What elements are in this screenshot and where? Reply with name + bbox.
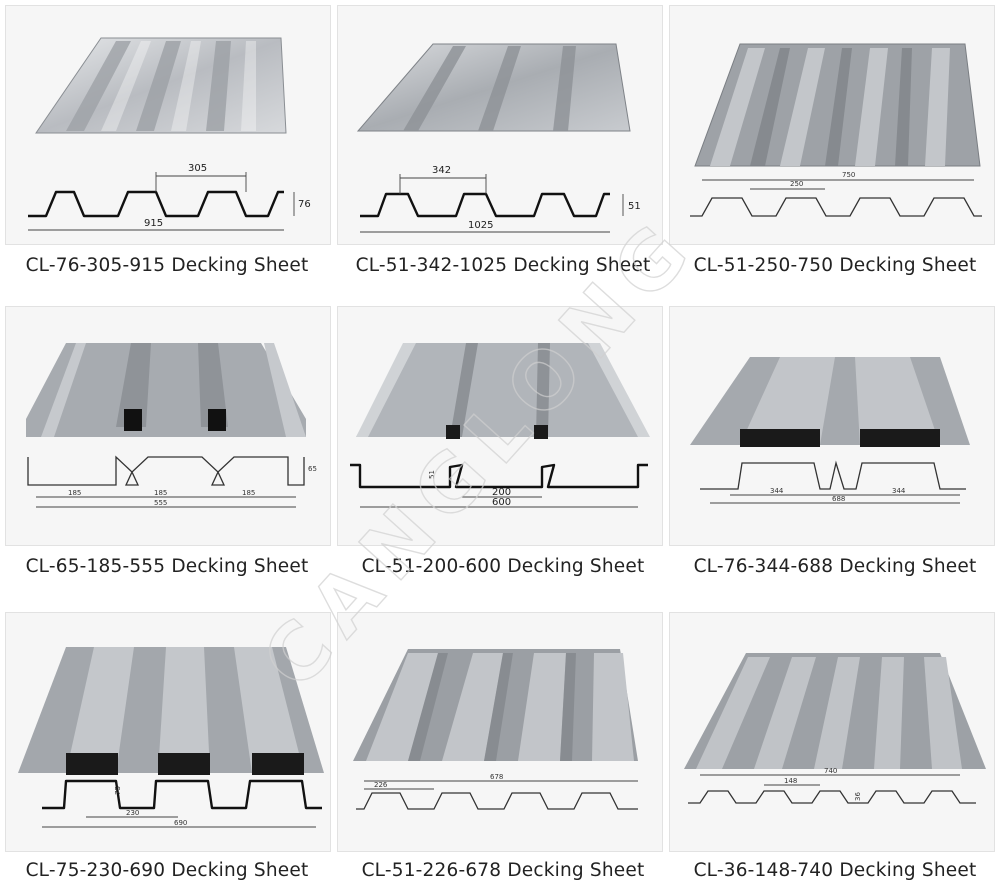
dim-width: 690 xyxy=(174,819,187,827)
decking-sheet-image: 342 51 1025 xyxy=(356,43,641,233)
dim-pitch: 305 xyxy=(188,163,207,174)
dim-width: 688 xyxy=(832,495,845,503)
product-card-6: 344 344 688 xyxy=(669,306,995,546)
product-card-7: 75 230 690 xyxy=(5,612,331,852)
product-caption: CL-75-230-690 Decking Sheet xyxy=(25,860,309,881)
dim-width: 1025 xyxy=(468,220,493,231)
product-card-3: 750 250 xyxy=(669,5,995,245)
decking-sheet-image: 344 344 688 xyxy=(690,357,970,504)
product-caption: CL-51-250-750 Decking Sheet xyxy=(693,255,977,276)
dim-pitch: 342 xyxy=(432,165,451,176)
dim-width: 600 xyxy=(492,497,511,508)
dim-flute-1: 344 xyxy=(770,487,784,495)
dim-pitch: 250 xyxy=(790,180,803,188)
decking-sheet-image: 185 185 185 555 65 xyxy=(26,343,317,508)
decking-sheet-image: 305 76 915 xyxy=(28,37,311,231)
dim-height: 36 xyxy=(854,792,862,801)
decking-sheet-image: 740 148 36 xyxy=(684,653,986,804)
dim-width: 750 xyxy=(842,171,855,179)
product-caption: CL-76-305-915 Decking Sheet xyxy=(25,255,309,276)
dim-flute-2: 344 xyxy=(892,487,906,495)
product-card-4: 185 185 185 555 65 xyxy=(5,306,331,546)
dim-flute-3: 185 xyxy=(242,489,255,497)
dim-pitch: 148 xyxy=(784,777,797,785)
dim-pitch: 200 xyxy=(492,487,511,498)
product-card-8: 678 226 xyxy=(337,612,663,852)
product-caption: CL-76-344-688 Decking Sheet xyxy=(693,556,977,577)
product-caption: CL-36-148-740 Decking Sheet xyxy=(693,860,977,881)
dim-height: 51 xyxy=(628,201,641,212)
dim-pitch: 226 xyxy=(374,781,388,789)
dim-height: 51 xyxy=(428,470,436,479)
dim-height: 75 xyxy=(114,786,122,795)
dim-width: 740 xyxy=(824,767,837,775)
decking-sheet-image: 678 226 xyxy=(353,649,638,810)
product-caption: CL-51-226-678 Decking Sheet xyxy=(361,860,645,881)
product-card-1: 305 76 915 xyxy=(5,5,331,245)
dim-width: 678 xyxy=(490,773,503,781)
dim-height: 76 xyxy=(298,199,311,210)
dim-flute-1: 185 xyxy=(68,489,81,497)
product-card-5: 51 200 600 xyxy=(337,306,663,546)
dim-flute-2: 185 xyxy=(154,489,167,497)
product-card-2: 342 51 1025 xyxy=(337,5,663,245)
decking-sheet-image: 750 250 xyxy=(690,43,982,217)
product-card-9: 740 148 36 xyxy=(669,612,995,852)
decking-sheet-image: 75 230 690 xyxy=(18,647,324,828)
dim-pitch: 230 xyxy=(126,809,139,817)
dim-width: 915 xyxy=(144,218,163,229)
dim-height: 65 xyxy=(308,465,317,473)
product-caption: CL-65-185-555 Decking Sheet xyxy=(25,556,309,577)
dim-width: 555 xyxy=(154,499,167,507)
product-caption: CL-51-342-1025 Decking Sheet xyxy=(355,255,651,276)
product-caption: CL-51-200-600 Decking Sheet xyxy=(361,556,645,577)
decking-sheet-image: 51 200 600 xyxy=(350,343,650,508)
